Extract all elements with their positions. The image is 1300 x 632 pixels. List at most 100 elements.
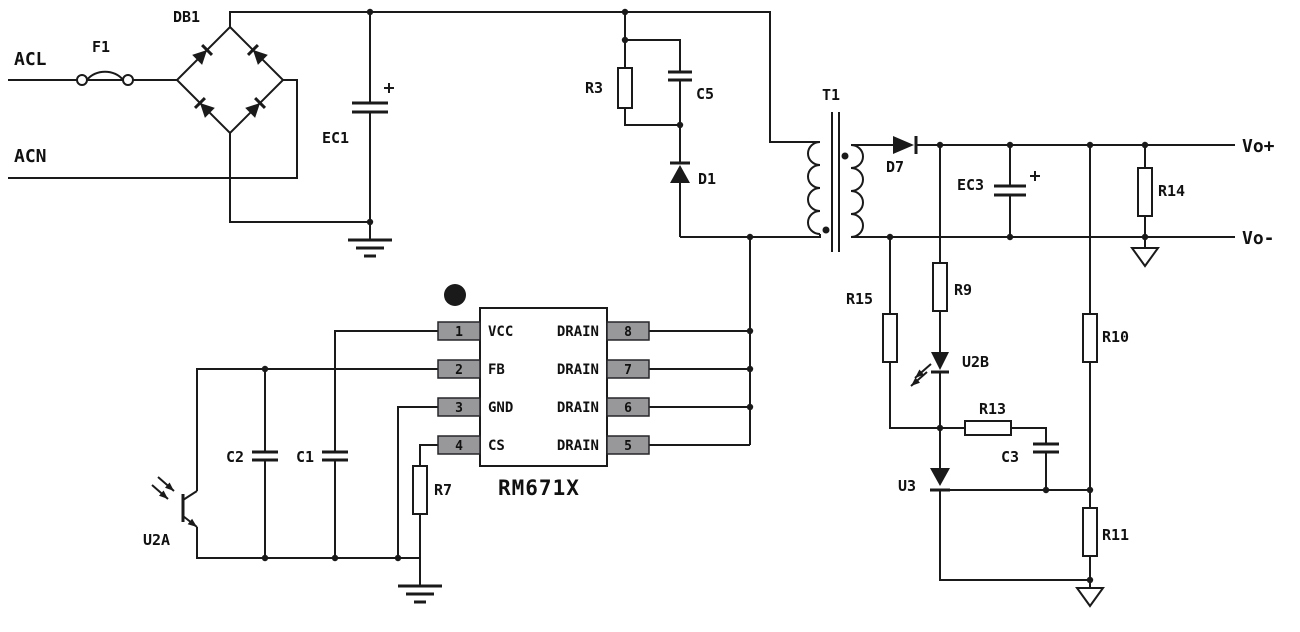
r11-body	[1082, 507, 1098, 557]
fuse	[76, 74, 134, 86]
bridge-diamond	[175, 25, 285, 135]
u2a-emitter-arrowhead	[187, 518, 197, 527]
label-r14: R14	[1158, 182, 1185, 200]
diode-bar	[254, 96, 267, 109]
r15-body	[882, 313, 898, 363]
transformer	[807, 112, 864, 252]
fuse-bump-wire	[86, 70, 124, 81]
junction-dot	[1006, 141, 1014, 149]
pin-box-4	[437, 435, 481, 455]
junction-dots	[261, 8, 1149, 584]
primary-ground-symbol	[398, 584, 442, 604]
primary-phase-dot	[822, 226, 830, 234]
junction-dot	[261, 554, 269, 562]
bulk-capacitor	[348, 83, 394, 258]
pin-label-drain-6: DRAIN	[557, 400, 599, 416]
junction-dot	[886, 233, 894, 241]
fuse-terminal-left	[76, 74, 88, 86]
label-d1: D1	[698, 170, 716, 188]
label-r9: R9	[954, 281, 972, 299]
junction-dot	[1086, 486, 1094, 494]
r13-c3-wire	[940, 427, 1047, 490]
r9-body	[932, 262, 948, 312]
label-c3: C3	[1001, 448, 1019, 466]
label-d7: D7	[886, 158, 904, 176]
secondary-winding	[850, 144, 864, 238]
c2-plates	[252, 450, 278, 462]
opto-transistor	[151, 476, 198, 528]
pin-box-6	[606, 397, 650, 417]
r15-branch-wire	[889, 237, 940, 429]
junction-dot	[746, 365, 754, 373]
d1-triangle	[670, 165, 690, 183]
junction-dot	[394, 554, 402, 562]
label-c5: C5	[696, 85, 714, 103]
feedback-network	[882, 262, 1105, 608]
top-rail-wire	[229, 11, 820, 143]
label-c1: C1	[296, 448, 314, 466]
vcc-pin-wire	[334, 330, 438, 452]
u2a-collector-lead	[182, 490, 198, 501]
primary-winding	[807, 141, 821, 235]
pin-number-4: 4	[455, 439, 463, 454]
diode-bar	[246, 43, 259, 56]
pin-label-drain-8: DRAIN	[557, 324, 599, 340]
controller-ic: 1 2 3 4 8 7 6 5 VCC FB GND CS DRAIN DRAI…	[437, 284, 650, 467]
u2a-light-arrowhead-1	[165, 482, 174, 491]
label-r15: R15	[846, 290, 873, 308]
junction-dot	[1006, 233, 1014, 241]
ec3-plates	[994, 184, 1026, 197]
primary-side-passives	[252, 450, 442, 604]
label-r7: R7	[434, 481, 452, 499]
pin-number-1: 1	[455, 325, 463, 340]
pin-number-6: 6	[624, 401, 632, 416]
u2b-emit-arrowhead-1	[915, 369, 924, 378]
label-u2b: U2B	[962, 353, 989, 371]
label-c2: C2	[226, 448, 244, 466]
r14-ground-symbol	[1130, 247, 1160, 268]
junction-dot	[936, 141, 944, 149]
ic-body	[479, 307, 608, 467]
output-stage	[893, 136, 1160, 268]
junction-dot	[366, 8, 374, 16]
label-vo-plus: Vo+	[1242, 136, 1275, 157]
u2a-light-arrowhead-2	[159, 490, 168, 499]
pin-number-7: 7	[624, 363, 632, 378]
pin-box-2	[437, 359, 481, 379]
c5-plates	[668, 70, 692, 82]
bridge-rectifier	[175, 25, 285, 135]
c3-plates	[1033, 442, 1059, 454]
ec1-ground-symbol	[348, 238, 392, 258]
junction-dot	[261, 365, 269, 373]
diode-bar	[201, 43, 214, 56]
label-r13: R13	[979, 400, 1006, 418]
r10-body	[1082, 313, 1098, 363]
bridge-bottom-wire	[229, 133, 370, 223]
junction-dot	[746, 327, 754, 335]
label-r3: R3	[585, 79, 603, 97]
snubber-wire	[624, 12, 681, 237]
ec1-plus-sign	[384, 83, 394, 93]
junction-dot	[1141, 141, 1149, 149]
label-t1: T1	[822, 86, 840, 104]
secondary-phase-dot	[841, 152, 849, 160]
feedback-chain-wire	[939, 145, 1090, 581]
label-f1: F1	[92, 38, 110, 56]
pin-number-2: 2	[455, 363, 463, 378]
pin-label-vcc: VCC	[488, 324, 513, 340]
pin-box-7	[606, 359, 650, 379]
cs-pin-wire	[419, 444, 438, 558]
pin-box-8	[606, 321, 650, 341]
label-vo-minus: Vo-	[1242, 228, 1275, 249]
core-lines	[831, 112, 840, 252]
label-u2a: U2A	[143, 531, 170, 549]
diode-bar	[193, 96, 206, 109]
labels: ACL ACN F1 DB1 EC1 R3 C5 D1 T1 D7 EC3 R1…	[14, 8, 1275, 549]
label-u3: U3	[898, 477, 916, 495]
r7-body	[412, 465, 428, 515]
u2b-led-triangle	[931, 352, 949, 370]
junction-dot	[621, 36, 629, 44]
junction-dot	[1086, 576, 1094, 584]
pin-box-3	[437, 397, 481, 417]
